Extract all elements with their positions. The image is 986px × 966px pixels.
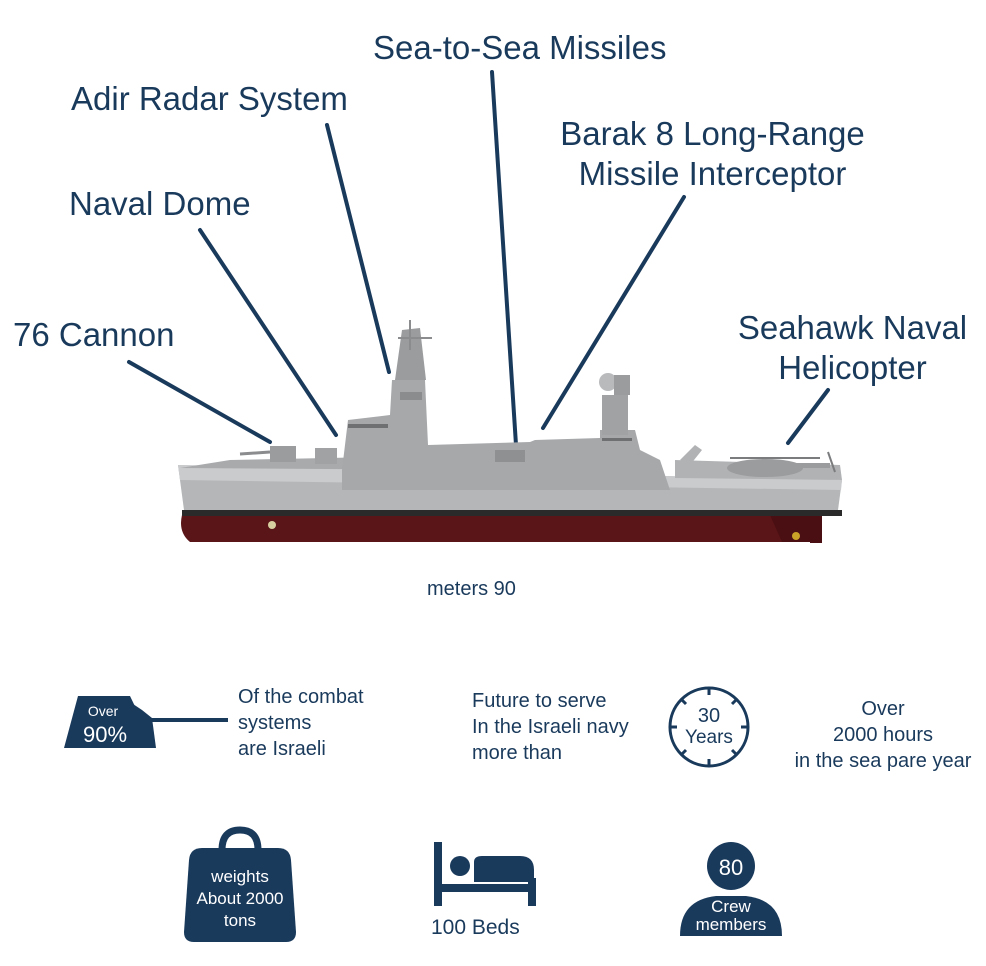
naval-dome-box [315, 448, 337, 464]
ship-length: meters 90 [427, 578, 516, 600]
clock-unit: Years [685, 727, 733, 748]
label-seahawk: Seahawk Naval Helicopter [720, 308, 985, 388]
beds-label: 100 Beds [431, 916, 520, 939]
leader-seahawk [786, 388, 830, 445]
weight-line1: weights [210, 867, 269, 886]
label-adir-radar: Adir Radar System [71, 80, 348, 117]
service-text: Future to serve In the Israeli navy more… [472, 688, 629, 766]
crew-line1: Crew [711, 897, 751, 916]
leader-barak [541, 195, 686, 430]
weight-icon: weights About 2000 tons [184, 826, 296, 942]
weight-line2: About 2000 [197, 889, 284, 908]
clock-icon: 30 Years [668, 686, 750, 768]
israeli-systems-line3: are Israeli [238, 738, 326, 760]
label-barak: Barak 8 Long-Range Missile Interceptor [540, 114, 885, 194]
missile-launchers [495, 450, 525, 462]
cannon-turret [270, 446, 296, 462]
clock-value: 30 [698, 705, 720, 727]
superstructure [342, 380, 670, 490]
label-barak-line1: Barak 8 Long-Range [560, 115, 865, 152]
israeli-systems-line1: Of the combat [238, 686, 364, 708]
label-cannon: 76 Cannon [13, 316, 175, 353]
hours-text: Over 2000 hours in the sea pare year [780, 696, 986, 774]
leader-adir-radar [325, 123, 391, 374]
israeli-systems-text: Of the combat systems are Israeli [238, 684, 364, 762]
radar-mast [395, 328, 426, 380]
crew-value: 80 [719, 855, 743, 880]
rudder [810, 515, 822, 543]
label-naval-dome: Naval Dome [69, 185, 251, 222]
label-barak-line2: Missile Interceptor [578, 155, 847, 192]
leader-sea-missiles [490, 70, 518, 447]
service-line3: more than [472, 742, 563, 764]
hull-lower [181, 515, 822, 542]
leader-lines [127, 70, 830, 447]
weight-line3: tons [224, 911, 256, 930]
helicopter [727, 451, 836, 477]
bed-icon [434, 842, 536, 906]
service-line1: Future to serve [472, 690, 607, 712]
crew-line2: members [696, 915, 767, 934]
barak-mast [602, 395, 628, 435]
israeli-systems-line2: systems [238, 712, 312, 734]
percentage-badge: Over 90% [64, 696, 228, 748]
hours-line2: 2000 hours [832, 724, 934, 746]
hours-line3: in the sea pare year [794, 750, 972, 772]
label-seahawk-line1: Seahawk Naval [737, 309, 968, 346]
label-sea-missiles: Sea-to-Sea Missiles [373, 29, 667, 66]
hours-line1: Over [861, 698, 905, 720]
leader-cannon [127, 360, 272, 444]
crew-icon: 80 Crew members [680, 842, 782, 936]
service-line2: In the Israeli navy [472, 716, 629, 738]
corvette-illustration [178, 320, 842, 543]
badge-top: Over [88, 703, 119, 719]
label-seahawk-line2: Helicopter [778, 349, 927, 386]
leader-naval-dome [198, 228, 338, 437]
badge-value: 90% [83, 722, 127, 747]
